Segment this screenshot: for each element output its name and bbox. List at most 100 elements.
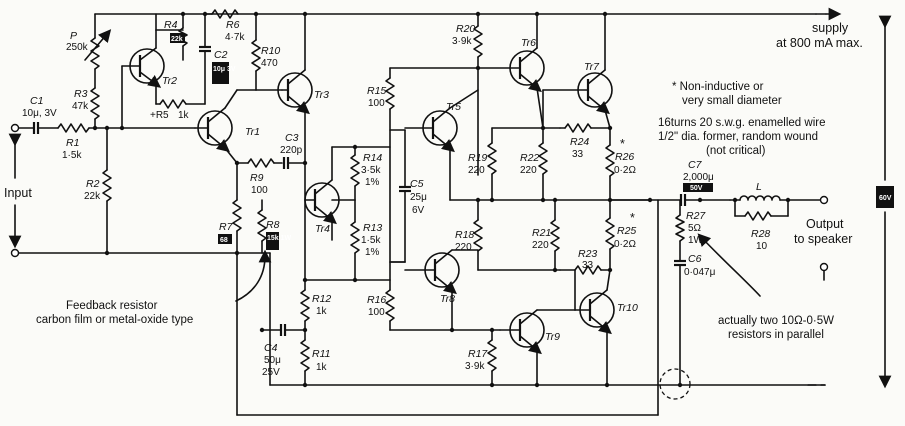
c6-value: 0·047μ [684, 267, 716, 278]
r10-ref: R10 [261, 45, 280, 57]
c7-value: 2,000μ [683, 172, 714, 183]
r27-ref: R27 [686, 210, 706, 222]
c5-ref: C5 [410, 178, 424, 190]
resistor-r2 [102, 125, 112, 256]
resistor-r27 [675, 199, 685, 261]
input-label: Input [4, 186, 32, 200]
coil-note-1: 16turns 20 s.w.g. enamelled wire [658, 117, 825, 129]
tr5-label: Tr5 [446, 101, 461, 113]
resistor-r8 [257, 199, 267, 254]
r5-ref: +R5 [150, 110, 169, 121]
parallel-note-arrow [697, 233, 761, 297]
capacitor-c2 [199, 13, 211, 105]
transistor-tr5 [404, 89, 479, 201]
r19-value: 220 [468, 165, 485, 176]
r2-value: 22k [84, 191, 101, 202]
c5-value: 25μ [410, 192, 427, 203]
r16-value: 100 [368, 307, 385, 318]
tr1-label: Tr1 [245, 126, 260, 138]
r26-ref: R26 [615, 151, 634, 163]
capacitor-c5 [389, 129, 411, 263]
c2-ref: C2 [214, 49, 228, 61]
r4-value-box [170, 33, 185, 43]
c6-ref: C6 [688, 253, 702, 265]
r7-ref: R7 [219, 221, 234, 233]
transistor-tr4 [304, 146, 391, 241]
noninductive-note-1: * Non-inductive or [672, 81, 764, 93]
r14-ref: R14 [363, 152, 382, 164]
output-terminals [819, 195, 829, 281]
supply-line-1: supply [812, 21, 849, 35]
r25-mark: * [630, 211, 635, 225]
resistor-r15 [385, 67, 479, 281]
r25-ref: R25 [617, 225, 636, 237]
transistor-tr10 [574, 269, 615, 388]
transistor-tr8 [389, 249, 479, 333]
r23-ref: R23 [578, 248, 597, 260]
c1-value: 10μ, 3V [22, 108, 57, 119]
parallel-note-2: resistors in parallel [728, 329, 824, 341]
r14-tol: 1% [365, 177, 380, 188]
r13-value: 1·5k [361, 235, 381, 246]
resistor-r24 [559, 123, 613, 133]
r1-ref: R1 [66, 137, 79, 149]
r13-tol: 1% [365, 247, 380, 258]
resistor-r26 [605, 127, 615, 203]
l-ref: L [756, 181, 762, 193]
potentiometer-p [84, 13, 112, 89]
tr9-label: Tr9 [545, 331, 560, 343]
resistor-r16 [385, 279, 501, 331]
feedback-loop-wire [236, 199, 659, 416]
resistor-r5 [155, 99, 206, 109]
r8-ref: R8 [266, 219, 280, 231]
noninductive-note-2: very small diameter [682, 95, 782, 107]
r26-value: 0·2Ω [614, 165, 636, 176]
tr6-label: Tr6 [521, 37, 536, 49]
resistor-r1 [57, 123, 196, 133]
c3-value: 220p [280, 145, 303, 156]
p-value: 250k [66, 42, 89, 53]
resistor-r18 [473, 197, 561, 271]
capacitor-c7 [679, 194, 731, 206]
r12-ref: R12 [312, 293, 331, 305]
resistor-r17 [487, 327, 497, 388]
r2-ref: R2 [86, 178, 100, 190]
r12-value: 1k [316, 306, 328, 317]
transistor-tr9 [499, 309, 576, 388]
ground-rail [14, 252, 826, 386]
r24-ref: R24 [570, 136, 589, 148]
resistor-r21 [550, 197, 560, 273]
transistor-tr7 [542, 11, 613, 129]
r23-value: 33 [582, 260, 594, 271]
r9-ref: R9 [250, 172, 264, 184]
c7-voltage-box [683, 183, 713, 192]
r19-ref: R19 [468, 152, 487, 164]
r25-value: 0·2Ω [614, 239, 636, 250]
r16-ref: R16 [367, 294, 386, 306]
transistor-tr6 [477, 11, 561, 129]
coil-note-2: 1/2" dia. former, random wound [658, 131, 818, 143]
capacitor-c1 [18, 122, 59, 134]
r21-ref: R21 [532, 227, 551, 239]
resistor-r28 [734, 199, 789, 221]
r10-value: 470 [261, 58, 278, 69]
c2-value-box [212, 62, 229, 84]
r17-value: 3·9k [465, 361, 485, 372]
c4-value: 50μ [264, 355, 281, 366]
transistor-tr2 [119, 29, 165, 131]
r28-value: 10 [756, 241, 768, 252]
r24-value: 33 [572, 149, 584, 160]
r5-value: 1k [178, 110, 190, 121]
resistor-r12 [300, 279, 310, 333]
capacitor-c4 [259, 324, 306, 336]
feedback-note-arrow [235, 249, 272, 302]
r22-ref: R22 [520, 152, 539, 164]
r9-value: 100 [251, 185, 268, 196]
r3-value: 47k [72, 101, 89, 112]
r8-value-box [266, 232, 279, 250]
feedback-note-2: carbon film or metal-oxide type [36, 314, 193, 326]
r6-ref: R6 [226, 19, 240, 31]
c7-voltage: 50V [690, 185, 703, 192]
